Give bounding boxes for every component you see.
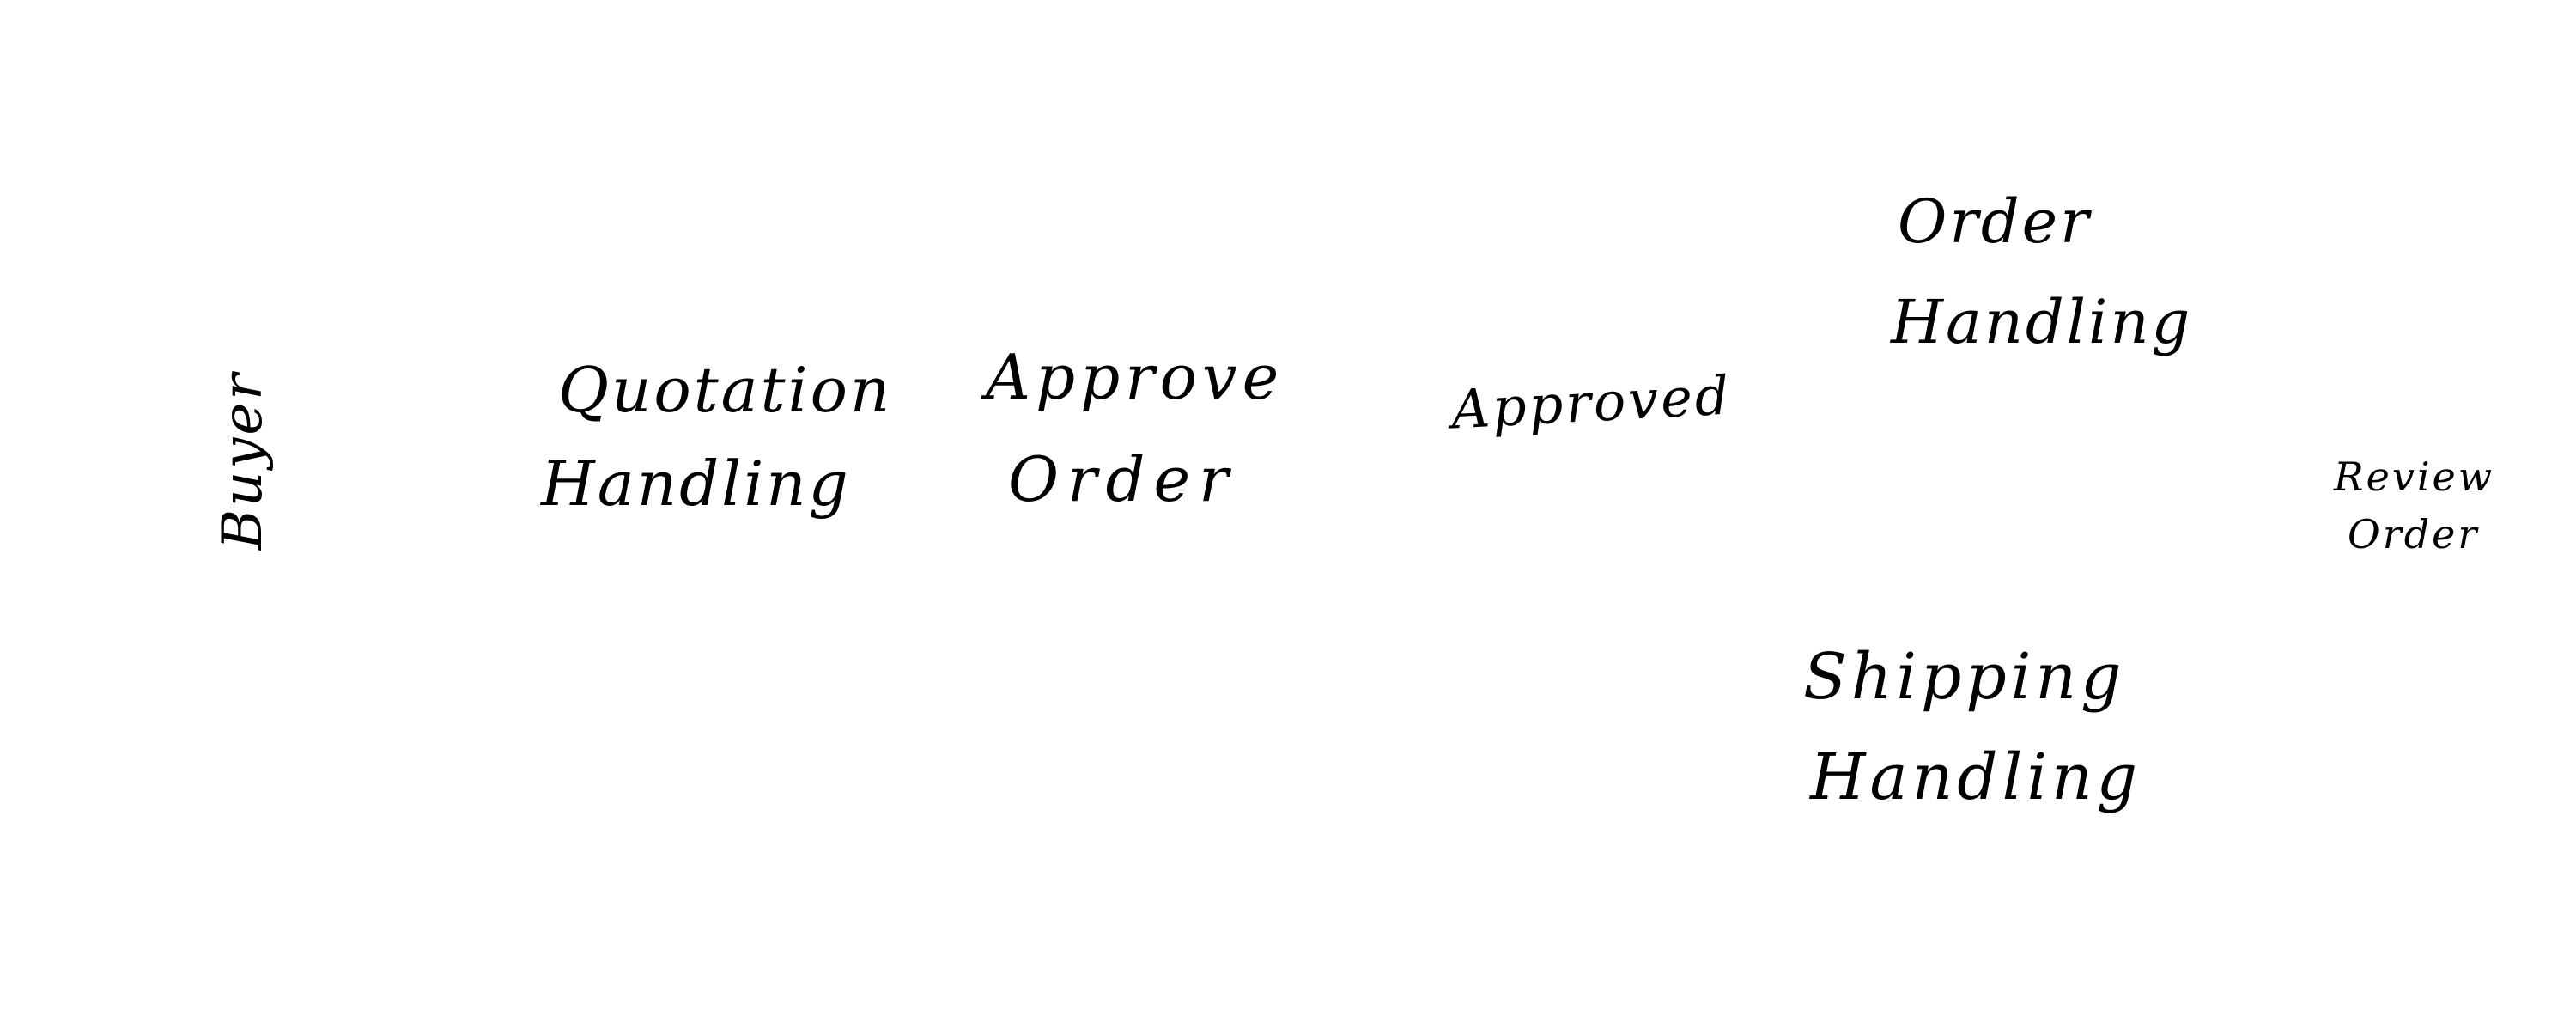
- approved-label: Approved: [1449, 363, 1734, 441]
- order-handling-line-1: Order: [1898, 186, 2092, 257]
- order-handling-line-2: Handling: [1891, 287, 2193, 357]
- review-order-label: Review Order: [2334, 455, 2494, 556]
- review-order-line-2: Order: [2348, 510, 2480, 557]
- shipping-handling-line-2: Handling: [1810, 740, 2142, 815]
- shipping-handling-label: Shipping Handling: [1803, 642, 2142, 813]
- quotation-handling-line-2: Handling: [541, 448, 851, 521]
- shipping-handling-line-1: Shipping: [1803, 640, 2126, 714]
- approved-line-1: Approved: [1449, 363, 1734, 441]
- approve-order-label: Approve Order: [986, 341, 1285, 516]
- approve-order-line-2: Order: [1008, 443, 1237, 516]
- approve-order-line-1: Approve: [986, 341, 1285, 413]
- lane-label-text: Buyer: [211, 371, 275, 550]
- review-order-line-1: Review: [2334, 454, 2495, 500]
- quotation-handling-line-1: Quotation: [558, 354, 893, 426]
- order-handling-label: Order Handling: [1891, 186, 2192, 356]
- lane-label-buyer: Buyer: [211, 371, 275, 550]
- quotation-handling-label: Quotation Handling: [541, 354, 893, 518]
